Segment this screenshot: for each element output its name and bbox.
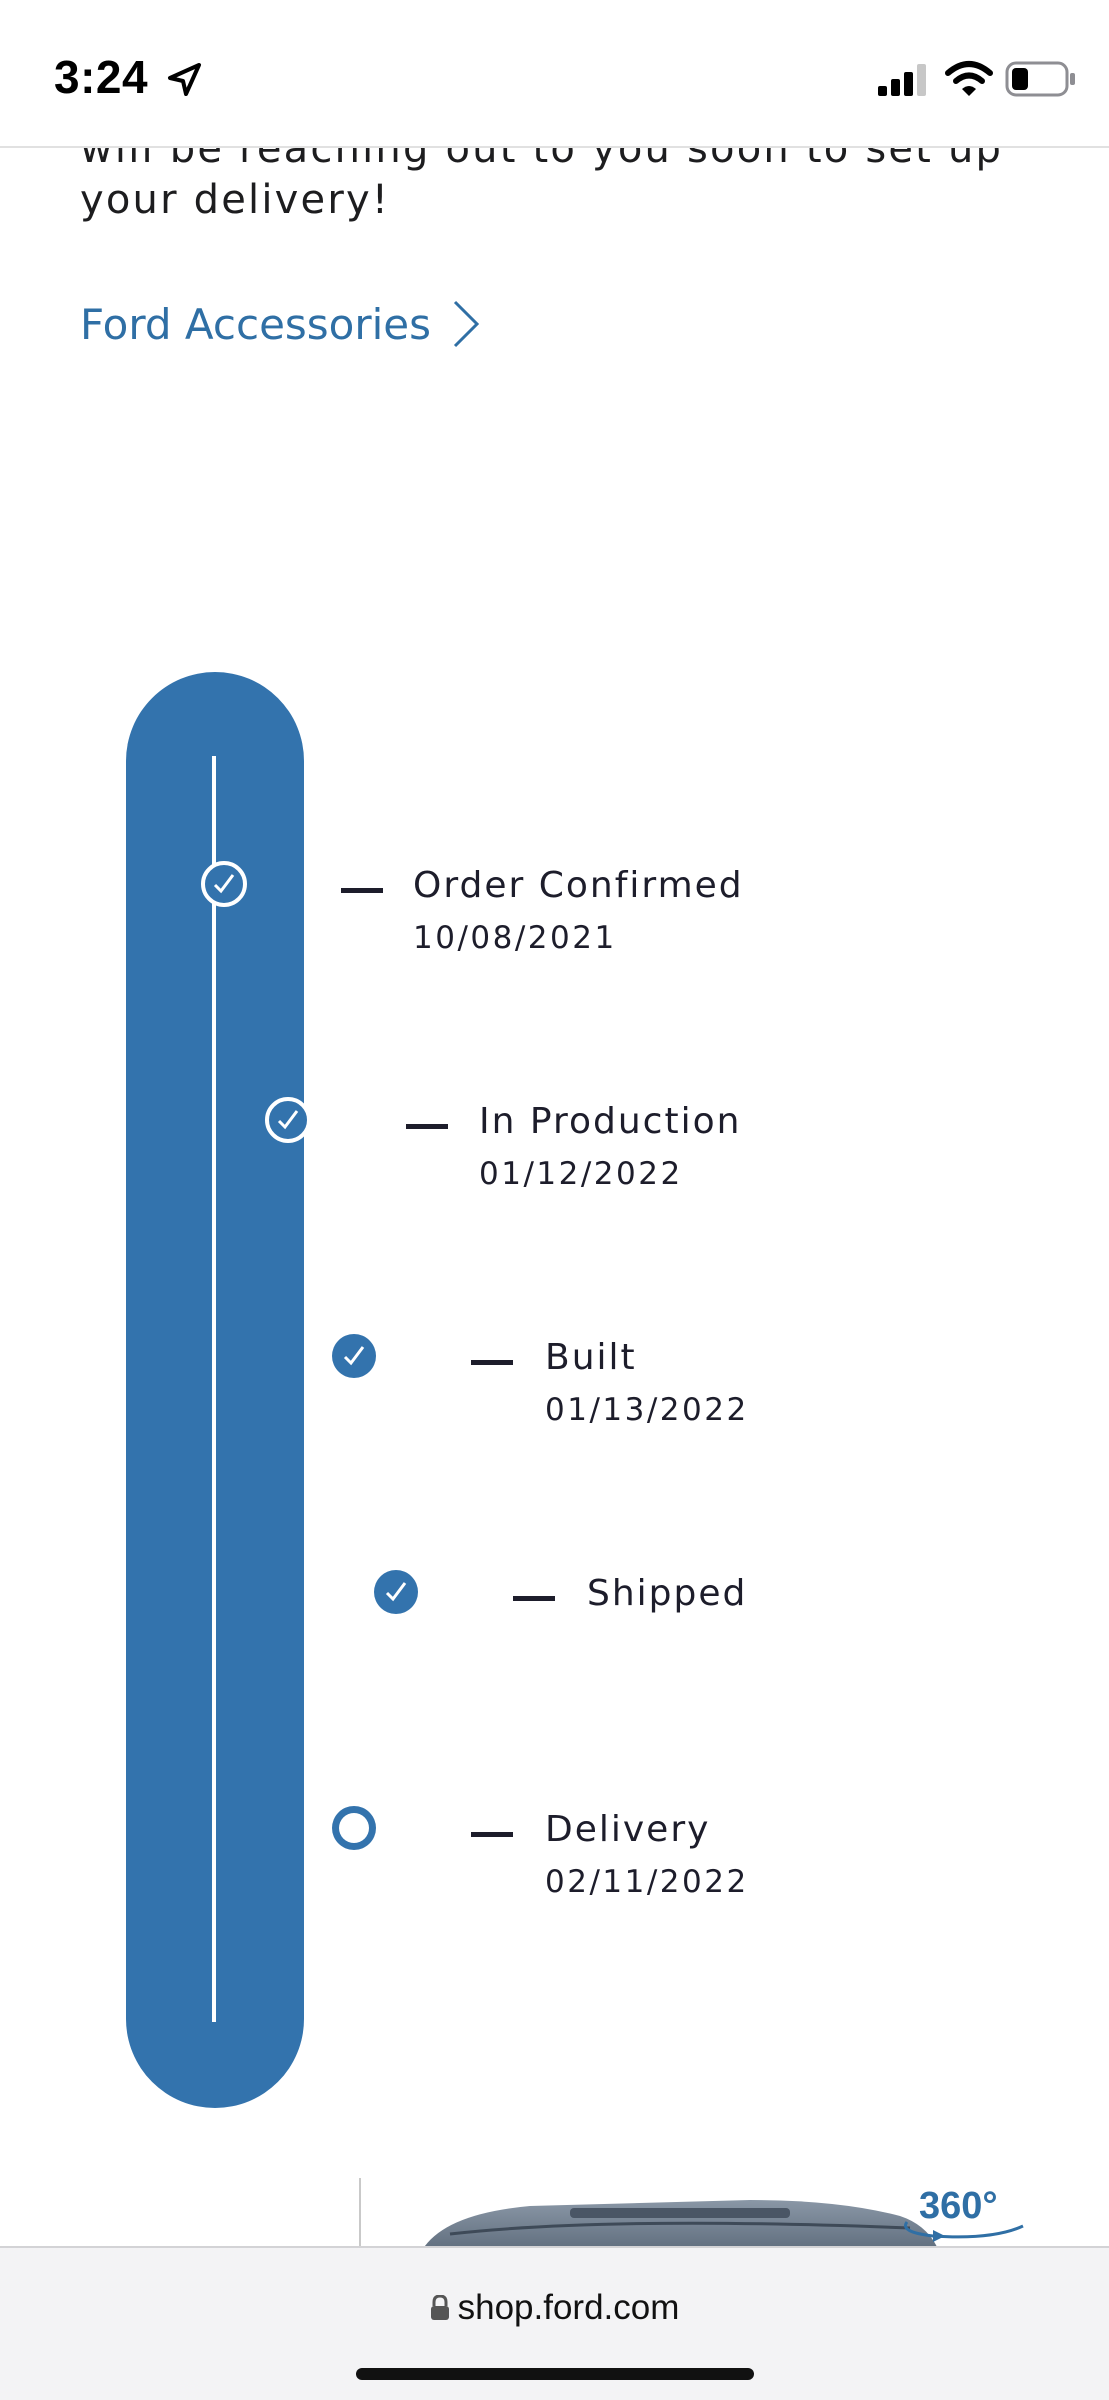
step-title: Order Confirmed [413, 865, 744, 906]
status-bar: 3:24 [0, 0, 1109, 148]
ford-accessories-link[interactable]: Ford Accessories [80, 294, 481, 354]
page-content: will be reaching out to you soon to set … [0, 148, 1109, 2246]
step-connector [513, 1596, 555, 1601]
check-circle-icon [374, 1570, 418, 1614]
step-date: 01/13/2022 [545, 1392, 749, 1428]
url-field[interactable]: shop.ford.com [0, 2288, 1109, 2328]
step-connector [471, 1360, 513, 1365]
cellular-signal-icon [878, 64, 926, 96]
step-connector [406, 1124, 448, 1129]
battery-icon [1005, 61, 1075, 97]
location-arrow-icon [168, 63, 201, 96]
ford-accessories-label: Ford Accessories [80, 299, 432, 349]
order-tracker-line [212, 756, 216, 2022]
status-time: 3:24 [54, 51, 149, 103]
step-title: Delivery [545, 1809, 711, 1850]
step-date: 02/11/2022 [545, 1864, 749, 1900]
pending-circle-icon [332, 1806, 376, 1850]
step-date: 01/12/2022 [479, 1156, 683, 1192]
rotate-360-icon[interactable]: 360° [893, 2178, 1033, 2246]
step-title: Built [545, 1337, 637, 1378]
step-date: 10/08/2021 [413, 920, 617, 956]
check-circle-icon [332, 1334, 376, 1378]
wifi-icon [945, 61, 993, 96]
preview-divider [359, 2178, 361, 2246]
lock-icon [430, 2295, 449, 2320]
home-indicator[interactable] [356, 2368, 754, 2380]
check-circle-icon [201, 861, 247, 907]
url-text: shop.ford.com [457, 2288, 680, 2327]
chevron-right-icon [453, 300, 480, 348]
step-title: In Production [479, 1101, 742, 1142]
delivery-message: will be reaching out to you soon to set … [80, 148, 1004, 223]
step-title: Shipped [587, 1573, 748, 1614]
check-circle-icon [265, 1097, 311, 1143]
step-connector [341, 888, 383, 893]
vehicle-image[interactable] [410, 2194, 950, 2246]
rotate-360-label: 360° [919, 2185, 998, 2227]
step-connector [471, 1832, 513, 1837]
